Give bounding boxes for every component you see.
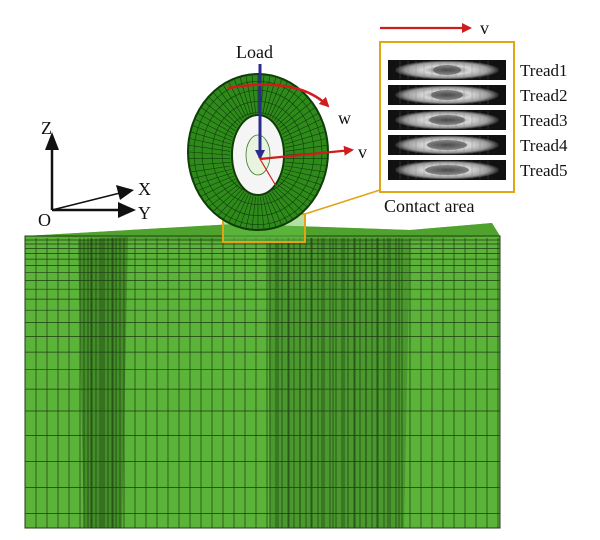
mesh-line bbox=[284, 131, 325, 145]
mesh-line bbox=[283, 119, 321, 138]
tread-footprint-core bbox=[429, 115, 465, 125]
mesh-line bbox=[251, 196, 256, 229]
contact-area-label: Contact area bbox=[384, 196, 474, 216]
mesh-line bbox=[284, 125, 323, 141]
top-velocity: v bbox=[380, 18, 489, 38]
tread-label: Tread4 bbox=[520, 136, 568, 155]
mesh-line bbox=[204, 102, 237, 129]
mesh-line bbox=[204, 181, 237, 202]
origin-label: O bbox=[38, 210, 51, 230]
soil-block bbox=[24, 223, 501, 529]
mesh-line bbox=[218, 189, 243, 216]
mesh-line bbox=[271, 191, 293, 219]
mesh-line bbox=[275, 186, 303, 212]
soil-dense-band-right bbox=[268, 240, 410, 528]
angular-velocity-label: w bbox=[338, 108, 351, 128]
mesh-line bbox=[283, 172, 321, 185]
mesh-line bbox=[213, 186, 241, 212]
mesh-line bbox=[273, 88, 298, 121]
tread-footprint-core bbox=[433, 65, 461, 75]
tire bbox=[187, 73, 329, 231]
mesh-line bbox=[189, 144, 231, 152]
tread-label: Tread2 bbox=[520, 86, 568, 105]
mesh-line bbox=[193, 169, 232, 179]
mesh-line bbox=[195, 172, 233, 185]
axis-x-label: X bbox=[138, 179, 151, 199]
tire-mesh bbox=[188, 75, 328, 229]
mesh-line bbox=[285, 161, 326, 166]
mesh-line bbox=[273, 189, 298, 216]
mesh-line bbox=[271, 85, 293, 119]
tread-labels: Tread1 Tread2 Tread3 Tread4 Tread5 bbox=[520, 61, 568, 180]
tread-footprint-core bbox=[431, 90, 463, 100]
tread-label: Tread5 bbox=[520, 161, 568, 180]
mesh-line bbox=[279, 102, 312, 129]
mesh-line bbox=[211, 101, 305, 205]
mesh-line bbox=[269, 82, 288, 118]
contact-leader-line bbox=[304, 189, 381, 215]
mesh-line bbox=[239, 195, 252, 227]
mesh-line bbox=[228, 192, 247, 222]
mesh-line bbox=[277, 184, 307, 207]
tread-footprint-core bbox=[425, 165, 469, 175]
axis-x-line bbox=[51, 191, 125, 211]
mesh-line bbox=[264, 195, 277, 227]
mesh-line bbox=[260, 196, 265, 229]
mesh-line bbox=[234, 194, 249, 225]
mesh-line bbox=[195, 119, 233, 138]
mesh-line bbox=[191, 131, 232, 145]
tread-label: Tread3 bbox=[520, 111, 568, 130]
mesh-line bbox=[277, 97, 307, 126]
axis-y-arrowhead bbox=[118, 202, 136, 218]
mesh-line bbox=[209, 184, 239, 207]
mesh-line bbox=[267, 194, 282, 225]
soil-dense-band-left bbox=[78, 237, 128, 528]
mesh-line bbox=[213, 92, 241, 124]
mesh-line bbox=[189, 138, 231, 148]
mesh-line bbox=[280, 178, 315, 197]
mesh-line bbox=[223, 191, 245, 219]
axis-z-arrowhead bbox=[45, 132, 59, 150]
mesh-line bbox=[282, 175, 318, 191]
mesh-line bbox=[262, 196, 271, 228]
load-label: Load bbox=[236, 42, 273, 62]
mesh-line bbox=[285, 144, 327, 152]
curved-arrow-icon bbox=[227, 83, 330, 108]
velocity-label-top: v bbox=[480, 18, 489, 38]
mesh-line bbox=[245, 196, 254, 228]
mesh-line bbox=[190, 161, 231, 166]
mesh-line bbox=[269, 192, 288, 222]
mesh-line bbox=[201, 107, 236, 132]
mesh-line bbox=[279, 181, 312, 202]
tire-motion-arrows: w v bbox=[227, 83, 367, 187]
tread-footprint-core bbox=[427, 140, 467, 150]
mesh-line bbox=[188, 151, 231, 156]
mesh-line bbox=[275, 92, 303, 124]
load-arrow: Load bbox=[236, 42, 273, 160]
velocity-label-tire: v bbox=[358, 142, 367, 162]
mesh-line bbox=[285, 138, 327, 148]
axis-z-label: Z bbox=[41, 118, 52, 138]
tread-footprints bbox=[388, 60, 506, 180]
mesh-line bbox=[198, 175, 234, 191]
mesh-line bbox=[201, 178, 236, 197]
mesh-line bbox=[280, 107, 315, 132]
mesh-line bbox=[284, 169, 323, 179]
mesh-line bbox=[218, 88, 243, 121]
mesh-line bbox=[193, 125, 232, 141]
xyz-axes-icon: Z X Y O bbox=[38, 118, 151, 230]
tread-label: Tread1 bbox=[520, 61, 568, 80]
contact-area-inset: Contact area bbox=[379, 41, 515, 216]
axis-x-arrowhead bbox=[116, 185, 134, 200]
velocity-arrow bbox=[259, 145, 354, 161]
tire-axis-line bbox=[259, 158, 277, 187]
axis-y-label: Y bbox=[138, 203, 151, 223]
mesh-line bbox=[223, 85, 245, 119]
mesh-line bbox=[209, 97, 239, 126]
